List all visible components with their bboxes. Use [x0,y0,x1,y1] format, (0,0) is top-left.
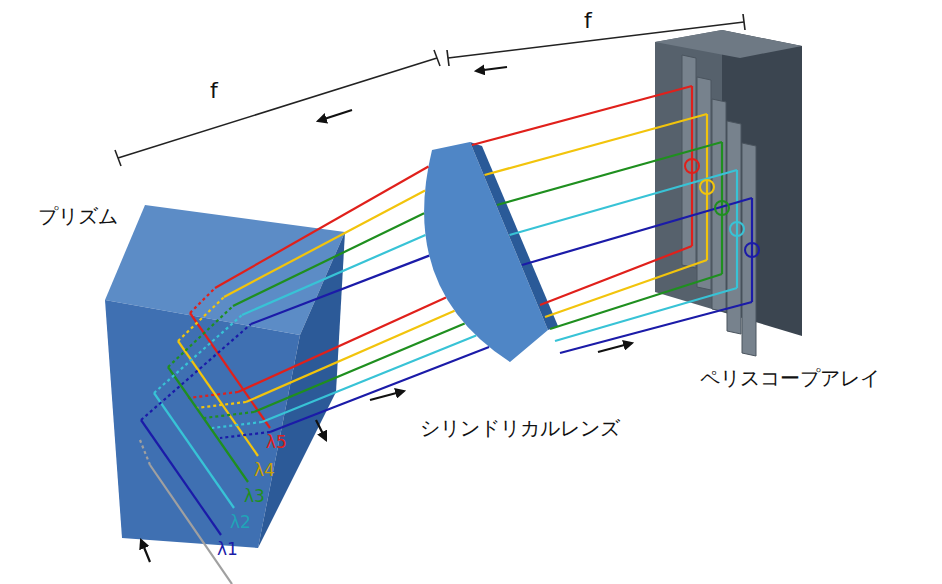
beam-spot [700,180,714,194]
light-beam [150,465,232,584]
part-name: シリンドリカルレンズ [420,416,620,440]
light-beam [220,432,270,438]
light-beam [751,198,753,302]
prism [105,205,345,548]
beam-spot [715,201,729,215]
direction-arrow [316,420,326,440]
focal-bracket [115,14,745,166]
focal-length: f [584,8,592,34]
direction-arrow [318,110,352,121]
light-beam [510,170,738,235]
light-beam [154,315,242,393]
direction-arrow [370,391,404,400]
beam-spot [745,243,759,257]
light-beam [224,190,425,297]
light-beam [141,420,221,535]
light-beam [550,274,722,329]
beam-spot [685,159,699,173]
light-beam [242,235,425,315]
light-beam [497,142,722,205]
direction-arrows [141,67,632,562]
light-beam [262,336,476,422]
light-beam [154,393,234,508]
light-beam [485,114,708,175]
part-name: プリズム [38,204,118,228]
light-beam [233,213,424,306]
part-name: ペリスコープアレイ [700,366,880,390]
light-beam [706,114,708,260]
light-beams [140,86,759,584]
light-beam [251,256,429,324]
light-beam [204,412,254,418]
wavelength-label: λ4 [254,460,275,480]
wavelength-label: λ3 [244,486,265,506]
light-beam [555,288,737,341]
beam-spot [730,222,744,236]
light-beam [140,440,150,465]
wavelength-label: λ2 [230,512,251,532]
periscope-step [697,77,711,290]
light-beam [736,170,738,288]
direction-arrow [141,540,150,562]
light-beam [545,260,707,317]
light-beam [212,422,262,428]
light-beam [522,198,752,265]
wavelength-label: λ5 [266,432,287,452]
wavelength-label: λ1 [217,539,238,559]
cylindrical-lens [424,142,558,362]
direction-arrow [476,67,507,71]
light-beam [168,306,233,367]
light-beam [691,86,693,246]
light-beam [540,246,692,305]
light-beam [472,86,692,145]
light-beam [141,324,251,420]
focal-length: f [210,78,218,104]
light-beam [190,288,215,313]
periscope-step [727,121,741,334]
light-beam [560,302,752,353]
direction-arrow [598,343,632,352]
light-beam [178,297,224,341]
